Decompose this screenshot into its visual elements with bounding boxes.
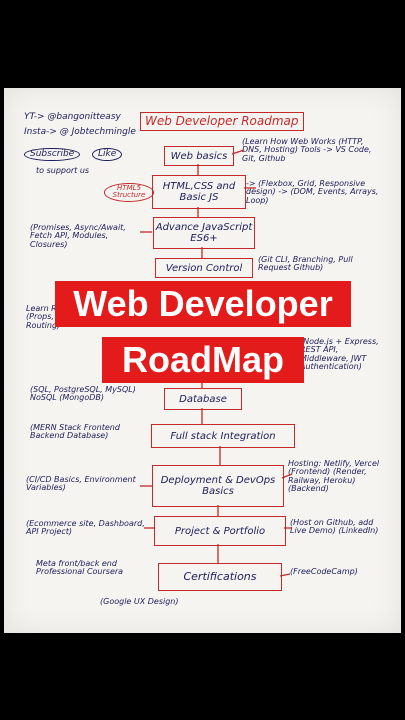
title-banner-line1: Web Developer [55,281,351,327]
step-advance-js: Advance JavaScript ES6+ [153,217,255,249]
title-banner-line2: RoadMap [102,337,304,383]
note-database: (SQL, PostgreSQL, MySQL) NoSQL (MongoDB) [30,385,136,403]
note-meta: Meta front/back end Professional Courser… [36,559,124,577]
subscribe-bubble: Subscribe [24,148,81,162]
note-hosting: Hosting: Netlify, Vercel (Frontend) (Ren… [288,459,380,494]
note-google: (Google UX Design) [100,597,179,606]
note-freecodecamp: (FreeCodeCamp) [290,567,358,576]
note-css: -> (Flexbox, Grid, Responsive design) ->… [246,179,379,205]
note-advance-js: (Promises, Async/Await, Fetch API, Modul… [30,223,126,249]
note-cicd: (CI/CD Basics, Environment Variables) [26,475,136,493]
step-version-control: Version Control [155,258,253,278]
step-database: Database [164,388,242,410]
like-bubble: Like [92,148,123,162]
step-full-stack: Full stack Integration [151,424,295,448]
youtube-handle: YT-> @bangonitteasy [24,112,121,122]
note-projects: (Ecommerce site, Dashboard, API Project) [26,519,145,537]
note-html5: HTML5 Structure [104,183,154,202]
note-backend: (Node.js + Express, REST API, Middleware… [300,337,379,372]
support-note: to support us [36,166,90,175]
step-certifications: Certifications [158,563,282,591]
step-projects: Project & Portfolio [154,516,286,546]
note-mern: (MERN Stack Frontend Backend Database) [30,423,120,441]
note-frontend: Learn React (Props, Routing) [26,304,75,330]
step-web-basics: Web basics [164,146,234,166]
roadmap-title: Web Developer Roadmap [140,112,304,131]
note-web-basics: (Learn How Web Works (HTTP, DNS, Hosting… [242,137,372,163]
note-version-control: (Git CLI, Branching, Pull Request Github… [258,255,353,273]
instagram-handle: Insta-> @ Jobtechmingle [24,127,136,137]
note-github: (Host on Github, add Live Demo) (LinkedI… [290,518,379,536]
